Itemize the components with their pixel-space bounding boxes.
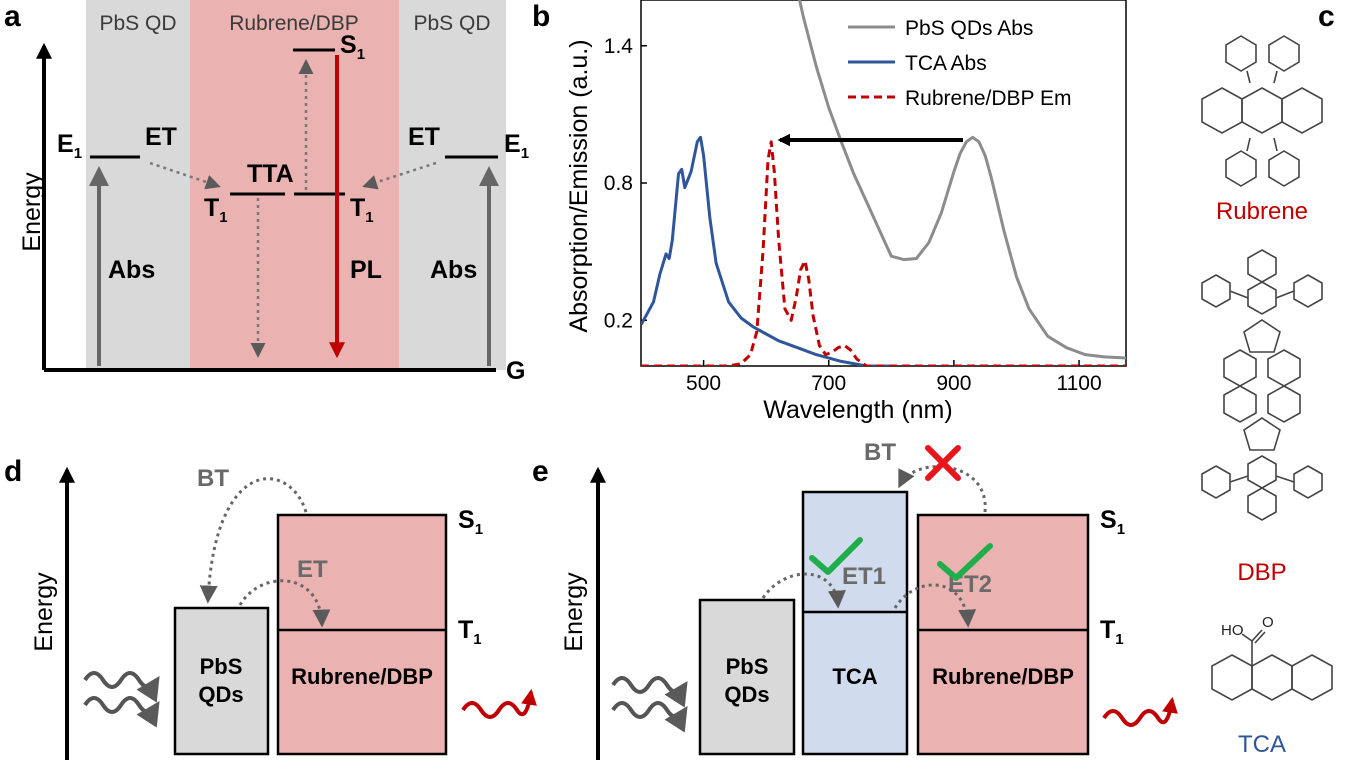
check-icon-et2 [937,543,993,581]
et-label-right: ET [408,123,440,151]
rubrene-box-e [916,513,1090,756]
et-arrow-right [362,161,437,190]
series-layer [641,0,1126,366]
rubrene-box-d [276,513,448,756]
x-ticks: 500 700 900 1100 [686,360,1102,395]
legend-label-rubrene: Rubrene/DBP Em [905,87,1072,110]
incoming-light-d [83,671,160,728]
e1-label-right: E1 [504,130,529,162]
t1-label-e: T1 [1100,616,1124,648]
x-tick-label: 500 [686,372,721,395]
et-arrow-left [149,161,221,190]
plot-frame [640,0,1127,367]
y-ticks: 0.2 0.8 1.4 [604,35,647,332]
pbs-box-label-e-2: QDs [724,682,769,707]
s1-label-d: S1 [458,506,483,538]
panel-a: a PbS QD Rubrene/DBP PbS QD Energy G E1 … [4,0,529,385]
y-tick-label: 0.2 [604,309,633,332]
rubrene-box-label-e: Rubrene/DBP [932,664,1074,689]
panel-c: c Rubrene [1201,0,1335,758]
panel-e: e Energy PbS QDs TCA Rubrene/DBP S1 T1 B… [532,439,1178,760]
dbp-label: DBP [1237,559,1286,586]
y-axis-title: Absorption/Emission (a.u.) [565,39,593,332]
panel-b: b 500 700 900 1100 0.2 0.8 1.4 Wavelength (nm… [532,0,1127,424]
series-rubrene-em [641,140,1126,366]
series-tca-abs [641,135,892,366]
bt-label-d: BT [197,465,229,492]
pbs-box-label-d-1: PbS [200,654,243,679]
region-label-pbs-left: PbS QD [99,12,176,35]
pbs-box-label-d-2: QDs [198,682,243,707]
s1-label: S1 [340,31,365,63]
tca-box-label-e: TCA [832,664,877,689]
bt-label-e: BT [864,439,896,466]
tca-box-e [801,490,909,756]
tta-label: TTA [247,160,294,188]
et-label-left: ET [145,123,177,151]
energy-label-d: Energy [30,572,58,652]
check-icon-et1 [809,537,863,575]
cross-icon [925,445,961,481]
region-label-pbs-right: PbS QD [413,12,490,35]
legend-label-pbs: PbS QDs Abs [905,17,1033,40]
tca-label: TCA [1238,731,1286,758]
panel-d-label: d [4,455,22,488]
tca-hydroxyl-label: HO [1221,622,1244,639]
pbs-box-label-e-1: PbS [726,654,769,679]
panel-a-label: a [4,0,21,33]
energy-label-a: Energy [18,172,46,252]
panel-e-label: e [532,455,549,488]
x-tick-label: 1100 [1056,372,1101,395]
series-pbs-abs [797,0,1126,360]
s1-label-e: S1 [1100,506,1125,538]
incoming-light-e [611,676,688,733]
pl-label: PL [350,256,382,284]
pbs-box-d [173,606,270,756]
rubrene-label: Rubrene [1216,198,1308,225]
t1-label-left: T1 [204,194,228,226]
abs-label-left: Abs [108,256,155,284]
tca-carbonyl-label: O [1262,614,1274,631]
et2-arrow [893,583,977,628]
e1-label-left: E1 [57,130,82,162]
ground-label: G [506,357,525,385]
emitted-light-e [1102,696,1178,727]
y-tick-label: 0.8 [604,172,633,195]
x-tick-label: 900 [936,372,971,395]
et-label-d: ET [297,556,328,583]
et1-label: ET1 [842,563,886,590]
bt-arrow-e [898,465,987,513]
emitted-light-d [461,688,537,719]
region-label-rubrene: Rubrene/DBP [229,12,359,35]
panel-b-label: b [532,0,550,33]
panel-c-label: c [1318,0,1335,33]
rubrene-structure [1201,35,1323,187]
x-tick-label: 700 [811,372,846,395]
x-axis-title: Wavelength (nm) [763,396,952,424]
legend-label-tca: TCA Abs [905,52,987,75]
pbs-box-e [698,598,796,756]
abs-label-right: Abs [430,256,477,284]
t1-label-right: T1 [350,194,374,226]
tca-structure [1211,629,1333,701]
t1-label-d: T1 [458,616,482,648]
energy-label-e: Energy [560,572,588,652]
y-tick-label: 1.4 [604,35,634,58]
rubrene-box-label-d: Rubrene/DBP [291,664,433,689]
pbs-region-left [86,0,190,370]
legend: PbS QDs Abs TCA Abs Rubrene/DBP Em [848,17,1072,110]
panel-d: d Energy PbS QDs Rubrene/DBP S1 T1 BT ET [4,455,537,760]
et-arrow-d [238,579,331,628]
dbp-structure [1201,249,1323,521]
